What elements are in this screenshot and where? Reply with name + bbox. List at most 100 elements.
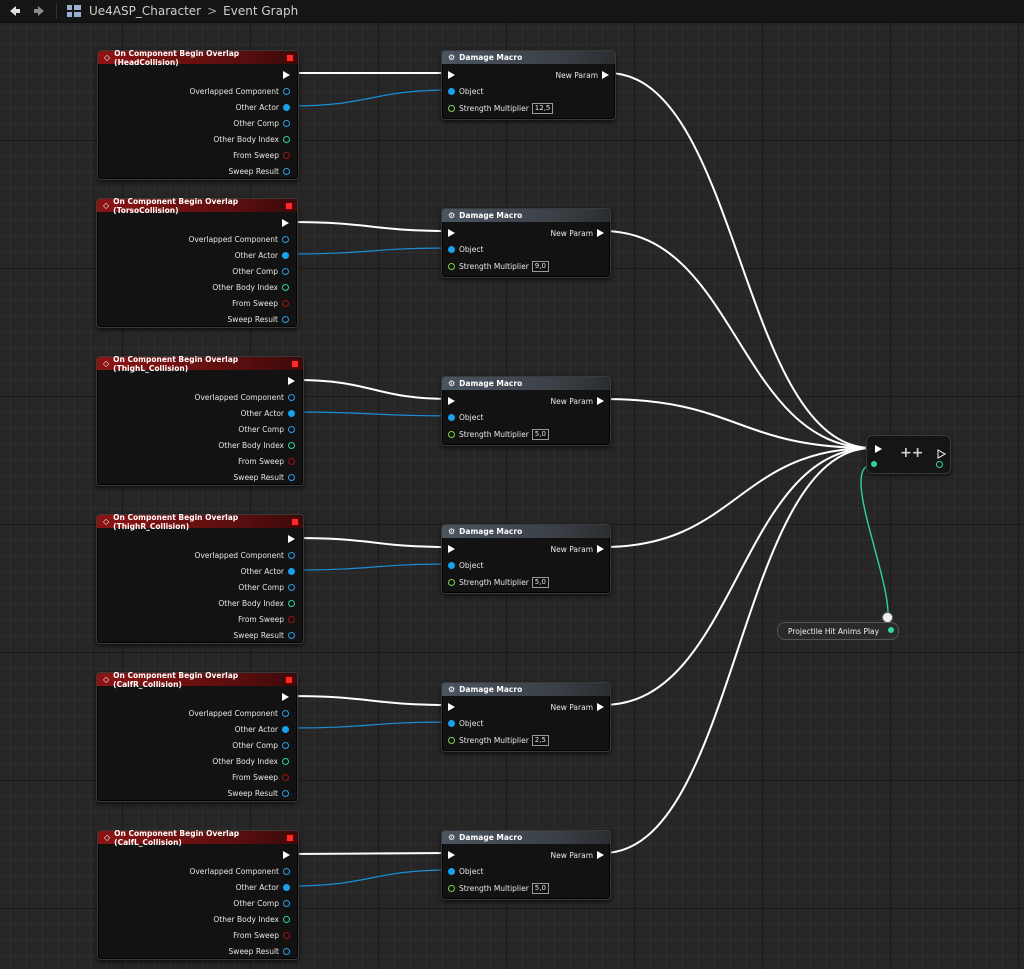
macro-strength-pin[interactable] <box>448 104 455 112</box>
strength-multiplier-input[interactable]: 5,0 <box>531 882 549 894</box>
damage-macro-node[interactable]: ⚙ Damage Macro New Param Object Strength… <box>441 524 611 594</box>
event-pin-from-sweep[interactable] <box>283 931 290 939</box>
event-node-header[interactable]: ◇ On Component Begin Overlap (TorsoColli… <box>97 197 297 215</box>
event-pin-other-actor[interactable] <box>288 409 295 417</box>
macro-node-header[interactable]: ⚙ Damage Macro <box>442 51 615 64</box>
macro-exec-out-pin[interactable] <box>597 851 604 859</box>
event-pin-other-body-index[interactable] <box>283 915 290 923</box>
event-pin-from-sweep[interactable] <box>288 615 295 623</box>
event-pin-other-comp[interactable] <box>288 425 295 433</box>
event-pin-overlapped-component[interactable] <box>288 551 295 559</box>
macro-strength-pin[interactable] <box>448 884 455 892</box>
increment-exec-out-pin[interactable] <box>937 444 947 463</box>
strength-multiplier-input[interactable]: 5,0 <box>531 428 549 440</box>
event-node-header[interactable]: ◇ On Component Begin Overlap (ThighL_Col… <box>97 355 303 373</box>
macro-strength-pin[interactable] <box>448 430 455 438</box>
event-exec-out-pin[interactable] <box>288 377 295 385</box>
event-pin-other-comp[interactable] <box>282 267 289 275</box>
macro-node-header[interactable]: ⚙ Damage Macro <box>442 525 610 538</box>
macro-exec-out-pin[interactable] <box>597 397 604 405</box>
event-pin-sweep-result[interactable] <box>282 789 289 797</box>
event-node-begin-overlap[interactable]: ◇ On Component Begin Overlap (CalfR_Coll… <box>96 671 298 802</box>
event-pin-sweep-result[interactable] <box>283 167 290 175</box>
increment-int-in-pin[interactable] <box>871 461 877 467</box>
event-pin-from-sweep[interactable] <box>288 457 295 465</box>
event-pin-other-body-index[interactable] <box>282 283 289 291</box>
event-node-begin-overlap[interactable]: ◇ On Component Begin Overlap (CalfL_Coll… <box>97 829 299 960</box>
damage-macro-node[interactable]: ⚙ Damage Macro New Param Object Strength… <box>441 682 611 752</box>
macro-exec-out-pin[interactable] <box>602 71 609 79</box>
macro-exec-in-pin[interactable] <box>448 851 455 859</box>
increment-exec-in-pin[interactable] <box>875 445 882 453</box>
strength-multiplier-input[interactable]: 2,5 <box>531 734 549 746</box>
damage-macro-node[interactable]: ⚙ Damage Macro New Param Object Strength… <box>441 50 616 120</box>
damage-macro-node[interactable]: ⚙ Damage Macro New Param Object Strength… <box>441 208 611 278</box>
event-exec-out-pin[interactable] <box>282 693 289 701</box>
event-pin-from-sweep[interactable] <box>282 773 289 781</box>
event-node-header[interactable]: ◇ On Component Begin Overlap (CalfR_Coll… <box>97 671 297 689</box>
event-pin-overlapped-component[interactable] <box>282 235 289 243</box>
macro-object-pin[interactable] <box>448 87 455 95</box>
event-pin-overlapped-component[interactable] <box>282 709 289 717</box>
macro-exec-out-pin[interactable] <box>597 545 604 553</box>
increment-node[interactable]: ++ <box>866 435 951 474</box>
macro-strength-pin[interactable] <box>448 736 455 744</box>
event-pin-other-body-index[interactable] <box>283 135 290 143</box>
event-pin-sweep-result[interactable] <box>288 473 295 481</box>
macro-exec-out-pin[interactable] <box>597 229 604 237</box>
event-pin-other-actor[interactable] <box>283 103 290 111</box>
macro-exec-in-pin[interactable] <box>448 545 455 553</box>
event-node-begin-overlap[interactable]: ◇ On Component Begin Overlap (ThighR_Col… <box>96 513 304 644</box>
forward-arrow-icon[interactable] <box>30 2 48 20</box>
event-pin-sweep-result[interactable] <box>288 631 295 639</box>
event-pin-other-actor[interactable] <box>282 251 289 259</box>
damage-macro-node[interactable]: ⚙ Damage Macro New Param Object Strength… <box>441 376 611 446</box>
macro-exec-in-pin[interactable] <box>448 229 455 237</box>
event-node-header[interactable]: ◇ On Component Begin Overlap (HeadCollis… <box>98 49 298 67</box>
strength-multiplier-input[interactable]: 5,0 <box>531 576 549 588</box>
macro-node-header[interactable]: ⚙ Damage Macro <box>442 209 610 222</box>
macro-exec-in-pin[interactable] <box>448 397 455 405</box>
event-pin-from-sweep[interactable] <box>282 299 289 307</box>
variable-out-pin[interactable] <box>888 627 894 633</box>
event-pin-overlapped-component[interactable] <box>288 393 295 401</box>
event-pin-other-actor[interactable] <box>282 725 289 733</box>
event-pin-from-sweep[interactable] <box>283 151 290 159</box>
breadcrumb-current[interactable]: Event Graph <box>223 4 299 18</box>
event-pin-overlapped-component[interactable] <box>283 867 290 875</box>
macro-strength-pin[interactable] <box>448 578 455 586</box>
event-node-begin-overlap[interactable]: ◇ On Component Begin Overlap (HeadCollis… <box>97 49 299 180</box>
event-pin-other-body-index[interactable] <box>288 441 295 449</box>
strength-multiplier-input[interactable]: 12,5 <box>531 102 554 114</box>
event-exec-out-pin[interactable] <box>283 71 290 79</box>
macro-node-header[interactable]: ⚙ Damage Macro <box>442 377 610 390</box>
event-pin-overlapped-component[interactable] <box>283 87 290 95</box>
macro-strength-pin[interactable] <box>448 262 455 270</box>
reroute-knot[interactable] <box>882 612 893 623</box>
event-pin-sweep-result[interactable] <box>283 947 290 955</box>
event-node-begin-overlap[interactable]: ◇ On Component Begin Overlap (TorsoColli… <box>96 197 298 328</box>
breadcrumb-root[interactable]: Ue4ASP_Character <box>89 4 202 18</box>
macro-object-pin[interactable] <box>448 561 455 569</box>
event-pin-other-body-index[interactable] <box>288 599 295 607</box>
event-pin-sweep-result[interactable] <box>282 315 289 323</box>
event-exec-out-pin[interactable] <box>288 535 295 543</box>
macro-object-pin[interactable] <box>448 719 455 727</box>
event-pin-other-comp[interactable] <box>283 119 290 127</box>
event-pin-other-comp[interactable] <box>282 741 289 749</box>
strength-multiplier-input[interactable]: 9,0 <box>531 260 549 272</box>
event-node-header[interactable]: ◇ On Component Begin Overlap (ThighR_Col… <box>97 513 303 531</box>
event-exec-out-pin[interactable] <box>283 851 290 859</box>
macro-exec-out-pin[interactable] <box>597 703 604 711</box>
event-pin-other-comp[interactable] <box>288 583 295 591</box>
macro-object-pin[interactable] <box>448 867 455 875</box>
variable-node-projectile-hit-anims-play[interactable]: Projectile Hit Anims Play <box>777 622 899 640</box>
event-pin-other-actor[interactable] <box>283 883 290 891</box>
back-arrow-icon[interactable] <box>6 2 24 20</box>
macro-exec-in-pin[interactable] <box>448 703 455 711</box>
event-exec-out-pin[interactable] <box>282 219 289 227</box>
macro-object-pin[interactable] <box>448 413 455 421</box>
macro-node-header[interactable]: ⚙ Damage Macro <box>442 831 610 844</box>
macro-object-pin[interactable] <box>448 245 455 253</box>
event-pin-other-comp[interactable] <box>283 899 290 907</box>
